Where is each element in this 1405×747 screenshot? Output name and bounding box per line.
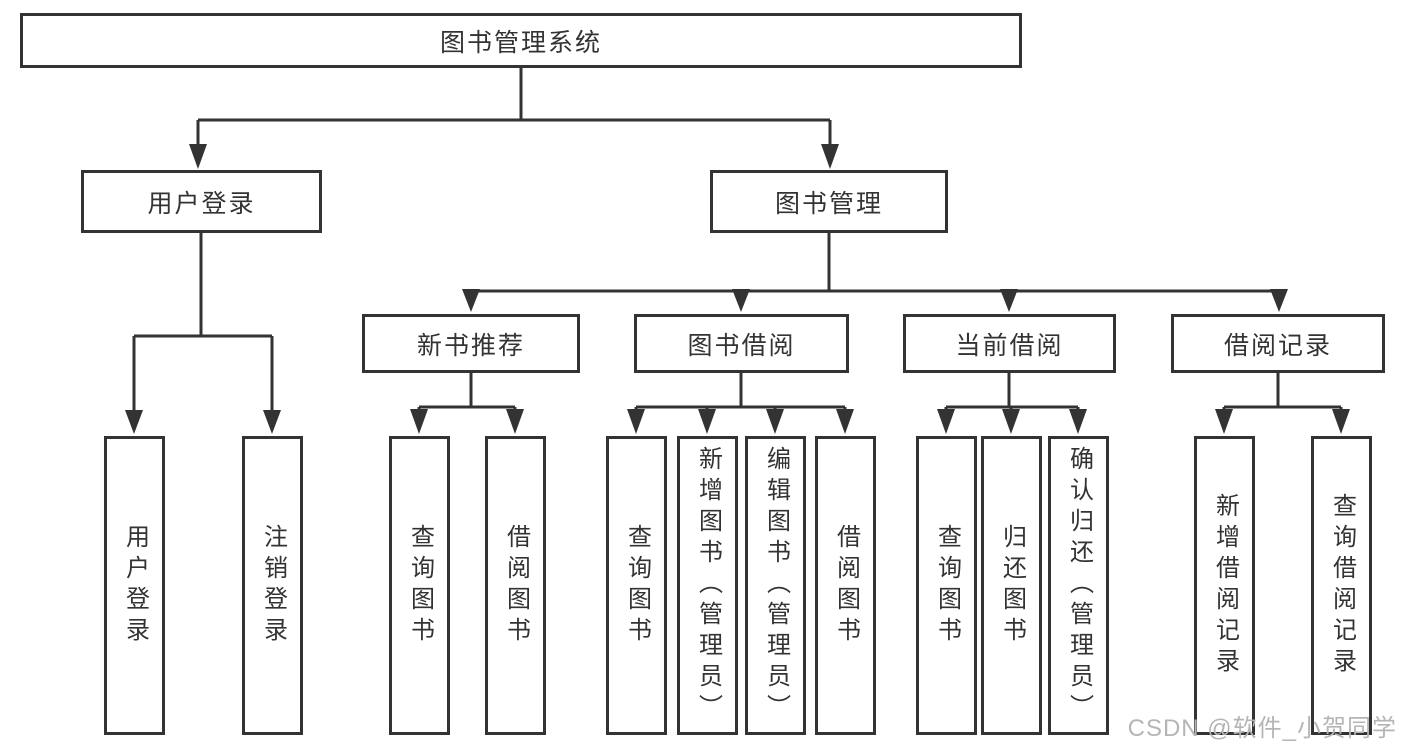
leaf-query-books-3-label: 查询图书	[933, 523, 961, 648]
leaf-return-books-label: 归还图书	[998, 523, 1026, 648]
arrowhead-icon	[698, 409, 716, 434]
leaf-edit-book-admin-label: 编辑图书（管理员）	[762, 446, 790, 725]
leaf-borrow-books-1: 借阅图书	[485, 436, 546, 735]
arrowhead-icon	[836, 409, 854, 434]
node-user-login: 用户登录	[81, 170, 322, 233]
leaf-user-login: 用户登录	[104, 436, 165, 735]
node-book-borrow: 图书借阅	[634, 314, 849, 373]
leaf-query-borrow-record: 查询借阅记录	[1311, 436, 1372, 735]
connector-borrow-record-branch	[1222, 373, 1343, 411]
node-current-borrow-label: 当前借阅	[955, 331, 1064, 360]
root-node-system: 图书管理系统	[20, 13, 1022, 68]
leaf-borrow-books-1-label: 借阅图书	[502, 523, 530, 648]
leaf-query-books-2: 查询图书	[606, 436, 667, 735]
arrowhead-icon	[1215, 409, 1233, 434]
leaf-edit-book-admin: 编辑图书（管理员）	[745, 436, 806, 735]
leaf-query-books-1-label: 查询图书	[406, 523, 434, 648]
node-book-management-label: 图书管理	[774, 189, 883, 218]
node-new-book-recommend-label: 新书推荐	[416, 331, 525, 360]
csdn-watermark: CSDN @软件_小贺同学	[1127, 715, 1397, 742]
arrowhead-icon	[125, 410, 143, 434]
leaf-borrow-books-2: 借阅图书	[815, 436, 876, 735]
arrowhead-icon	[263, 410, 281, 434]
arrowhead-icon	[1270, 289, 1288, 312]
node-borrow-records-label: 借阅记录	[1223, 331, 1332, 360]
arrowhead-icon	[1332, 409, 1350, 434]
leaf-borrow-books-2-label: 借阅图书	[832, 523, 860, 648]
leaf-confirm-return-admin: 确认归还（管理员）	[1048, 436, 1109, 735]
arrowhead-icon	[766, 409, 784, 434]
root-node-label: 图书管理系统	[439, 28, 602, 57]
connector-book-mgmt-branch	[469, 233, 1281, 293]
arrowhead-icon	[410, 409, 428, 434]
arrowhead-icon	[627, 409, 645, 434]
arrowhead-icon	[1069, 409, 1087, 434]
node-user-login-label: 用户登录	[147, 189, 256, 218]
leaf-confirm-return-admin-label: 确认归还（管理员）	[1065, 446, 1093, 725]
leaf-add-book-admin: 新增图书（管理员）	[677, 436, 738, 735]
arrowhead-icon	[937, 409, 955, 434]
leaf-query-books-1: 查询图书	[389, 436, 450, 735]
leaf-add-book-admin-label: 新增图书（管理员）	[694, 446, 722, 725]
node-new-book-recommend: 新书推荐	[362, 314, 580, 373]
node-borrow-records: 借阅记录	[1171, 314, 1385, 373]
connector-book-borrow-branch	[634, 373, 847, 411]
arrowhead-icon	[506, 409, 524, 434]
leaf-query-books-2-label: 查询图书	[623, 523, 651, 648]
node-book-management: 图书管理	[710, 170, 948, 233]
leaf-add-borrow-record-label: 新增借阅记录	[1211, 492, 1239, 679]
connector-current-borrow-branch	[944, 373, 1080, 411]
arrowhead-icon	[1002, 409, 1020, 434]
arrowhead-icon	[462, 289, 480, 312]
arrowhead-icon	[1000, 289, 1018, 312]
arrowhead-icon	[189, 144, 207, 169]
leaf-query-books-3: 查询图书	[916, 436, 977, 735]
connector-user-login-branch	[132, 233, 274, 412]
connector-root-branch	[196, 67, 832, 146]
leaf-add-borrow-record: 新增借阅记录	[1194, 436, 1255, 735]
leaf-logout: 注销登录	[242, 436, 303, 735]
leaf-query-borrow-record-label: 查询借阅记录	[1328, 492, 1356, 679]
leaf-logout-label: 注销登录	[259, 523, 287, 648]
connector-new-book-branch	[417, 373, 517, 411]
node-book-borrow-label: 图书借阅	[687, 331, 796, 360]
arrowheads	[125, 144, 1350, 434]
leaf-return-books: 归还图书	[981, 436, 1042, 735]
arrowhead-icon	[732, 289, 750, 312]
node-current-borrow: 当前借阅	[903, 314, 1116, 373]
arrowhead-icon	[821, 144, 839, 169]
leaf-user-login-label: 用户登录	[121, 523, 149, 648]
